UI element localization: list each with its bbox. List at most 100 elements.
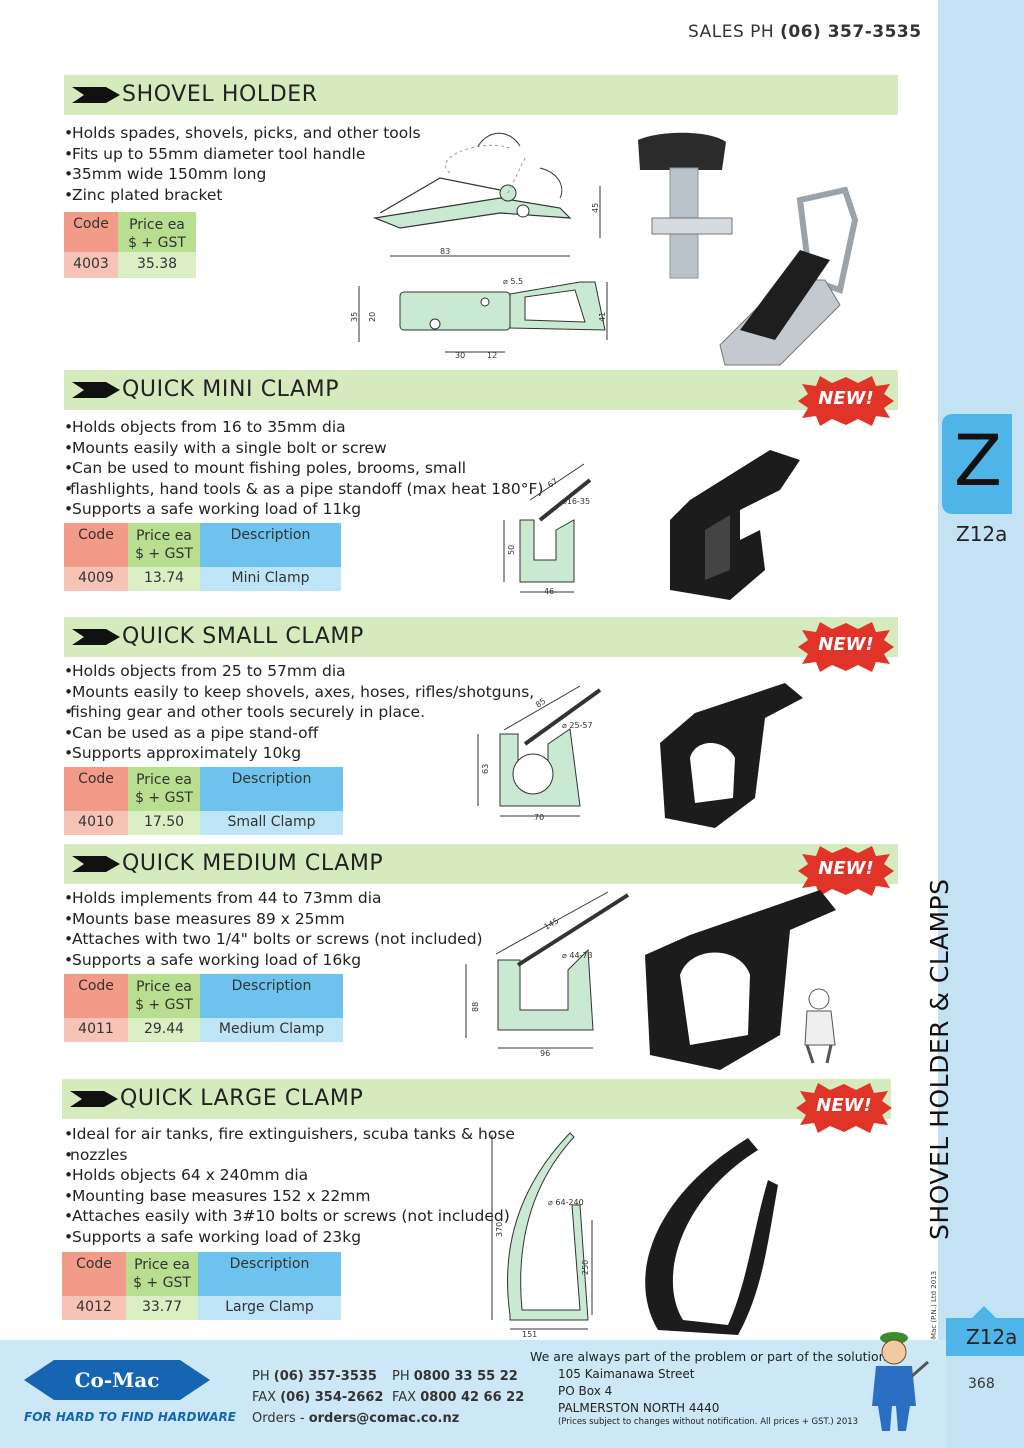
feature-item: Mounting base measures 152 x 22mm	[64, 1186, 515, 1207]
contact-freephone: PH 0800 33 55 22 FAX 0800 42 66 22	[392, 1369, 525, 1405]
quick-mini-clamp-photo	[670, 450, 800, 600]
svg-text:⌀ 25-57: ⌀ 25-57	[562, 721, 593, 730]
arrow-icon	[72, 382, 120, 398]
svg-text:370: 370	[495, 1222, 504, 1237]
svg-text:85: 85	[534, 696, 548, 709]
svg-text:250: 250	[581, 1260, 590, 1275]
product-description: Mini Clamp	[200, 567, 341, 591]
freefax: 0800 42 66 22	[420, 1390, 525, 1405]
new-badge	[798, 376, 894, 426]
feature-item: Supports a safe working load of 11kg	[64, 499, 543, 520]
quick-mini-clamp-price-table: Code Price ea$ + GST Description 4009 13…	[64, 523, 341, 591]
svg-text:96: 96	[540, 1049, 550, 1058]
shovel-holder-header: SHOVEL HOLDER	[64, 75, 898, 115]
svg-text:50: 50	[507, 545, 516, 555]
product-price: 29.44	[128, 1018, 200, 1042]
svg-text:88: 88	[471, 1002, 480, 1012]
quick-medium-clamp-features: Holds implements from 44 to 73mm dia Mou…	[64, 888, 483, 970]
quick-small-clamp-price-table: Code Price ea$ + GST Description 4010 17…	[64, 767, 343, 835]
dim-label: 83	[440, 247, 450, 256]
shovel-holder-features: Holds spades, shovels, picks, and other …	[64, 123, 421, 205]
quick-small-clamp-header: QUICK SMALL CLAMP	[64, 617, 898, 657]
quick-medium-clamp-photo	[645, 890, 836, 1070]
svg-text:63: 63	[481, 764, 490, 774]
new-badge	[798, 622, 894, 672]
feature-item: Mounts base measures 89 x 25mm	[64, 909, 483, 930]
arrow-icon	[72, 87, 120, 103]
svg-text:Co-Mac: Co-Mac	[75, 1368, 160, 1392]
feature-item: Supports approximately 10kg	[64, 743, 534, 764]
product-code: 4009	[64, 567, 128, 591]
shovel-holder-price-table: Code Price ea$ + GST 4003 35.38	[64, 212, 196, 278]
shovel-holder-photo	[638, 132, 859, 366]
product-code: 4012	[62, 1296, 126, 1320]
tagline: FOR HARD TO FIND HARDWARE	[24, 1410, 236, 1424]
svg-text:⌀ 64-240: ⌀ 64-240	[548, 1198, 584, 1207]
section-title: QUICK SMALL CLAMP	[122, 624, 364, 649]
quick-mini-clamp-header: QUICK MINI CLAMP	[64, 370, 898, 410]
section-title: QUICK MINI CLAMP	[122, 377, 340, 402]
product-code: 4011	[64, 1018, 128, 1042]
vertical-title: SHOVEL HOLDER & CLAMPS	[925, 878, 954, 1240]
dim-label: 45	[591, 203, 600, 213]
feature-item: Holds implements from 44 to 73mm dia	[64, 888, 483, 909]
fine-print: (Prices subject to changes without notif…	[558, 1417, 859, 1427]
product-code: 4010	[64, 811, 128, 835]
new-badge	[796, 1083, 892, 1133]
feature-item: Ideal for air tanks, fire extinguishers,…	[64, 1124, 515, 1145]
bottom-tab[interactable]: Z12a	[946, 1306, 1024, 1356]
section-title: QUICK LARGE CLAMP	[120, 1086, 364, 1111]
product-description: Medium Clamp	[200, 1018, 343, 1042]
feature-item: Fits up to 55mm diameter tool handle	[64, 144, 421, 165]
quick-large-clamp-features: Ideal for air tanks, fire extinguishers,…	[64, 1124, 515, 1248]
phone[interactable]: (06) 357-3535	[273, 1369, 377, 1384]
feature-item: Holds objects 64 x 240mm dia	[64, 1165, 515, 1186]
feature-item: Zinc plated bracket	[64, 185, 421, 206]
section-title: SHOVEL HOLDER	[122, 82, 318, 107]
dim-label: 35	[350, 312, 359, 322]
freephone[interactable]: 0800 33 55 22	[413, 1369, 518, 1384]
arrow-icon	[72, 856, 120, 872]
arrow-icon	[70, 1091, 118, 1107]
dim-label: 30	[455, 351, 465, 360]
quick-medium-clamp-diagram: 145 ⌀ 44-73 88 96	[465, 891, 630, 1058]
quick-small-clamp-photo	[660, 683, 803, 828]
page-number: 368	[968, 1376, 995, 1392]
quick-large-clamp-diagram: 370 ⌀ 64-240 250 151	[491, 1132, 593, 1339]
feature-item: fishing gear and other tools securely in…	[64, 702, 534, 723]
dim-label: 41	[598, 312, 607, 322]
product-price: 35.38	[118, 252, 196, 278]
slogan: We are always part of the problem or par…	[530, 1349, 892, 1364]
feature-item: 35mm wide 150mm long	[64, 164, 421, 185]
feature-item: Can be used as a pipe stand-off	[64, 723, 534, 744]
feature-item: Mounts easily to keep shovels, axes, hos…	[64, 682, 534, 703]
new-badge	[798, 846, 894, 896]
dim-label: ⌀ 5.5	[503, 277, 523, 286]
feature-item: Holds objects from 16 to 35mm dia	[64, 417, 543, 438]
side-tab-strip	[938, 0, 1024, 1448]
feature-item: nozzles	[64, 1145, 515, 1166]
svg-text:145: 145	[543, 916, 561, 931]
code-header: Code	[64, 212, 118, 252]
orders-email-link[interactable]: orders@comac.co.nz	[308, 1411, 460, 1426]
feature-item: Supports a safe working load of 23kg	[64, 1227, 515, 1248]
svg-text:⌀16-35: ⌀16-35	[562, 497, 590, 506]
feature-item: Mounts easily with a single bolt or scre…	[64, 438, 543, 459]
feature-item: Holds spades, shovels, picks, and other …	[64, 123, 421, 144]
quick-medium-clamp-price-table: Code Price ea$ + GST Description 4011 29…	[64, 974, 343, 1042]
section-tab[interactable]: Z	[942, 414, 1012, 514]
co-mac-logo[interactable]: Co-Mac	[24, 1356, 210, 1404]
svg-text:151: 151	[522, 1330, 537, 1339]
section-letter: Z	[954, 420, 1002, 502]
feature-item: Supports a safe working load of 16kg	[64, 950, 483, 971]
mascot-illustration	[872, 1332, 929, 1431]
mascot-illustration	[804, 988, 836, 1064]
feature-item: Can be used to mount fishing poles, broo…	[64, 458, 543, 479]
svg-text:⌀ 44-73: ⌀ 44-73	[562, 951, 593, 960]
section-code: Z12a	[956, 522, 1008, 546]
quick-large-clamp-photo	[645, 1138, 778, 1335]
sales-phone: SALES PH (06) 357-3535	[688, 22, 922, 42]
quick-large-clamp-header: QUICK LARGE CLAMP	[62, 1079, 891, 1119]
quick-mini-clamp-diagram: 67 ⌀16-35 50 46	[503, 463, 592, 596]
quick-mini-clamp-features: Holds objects from 16 to 35mm dia Mounts…	[64, 417, 543, 520]
